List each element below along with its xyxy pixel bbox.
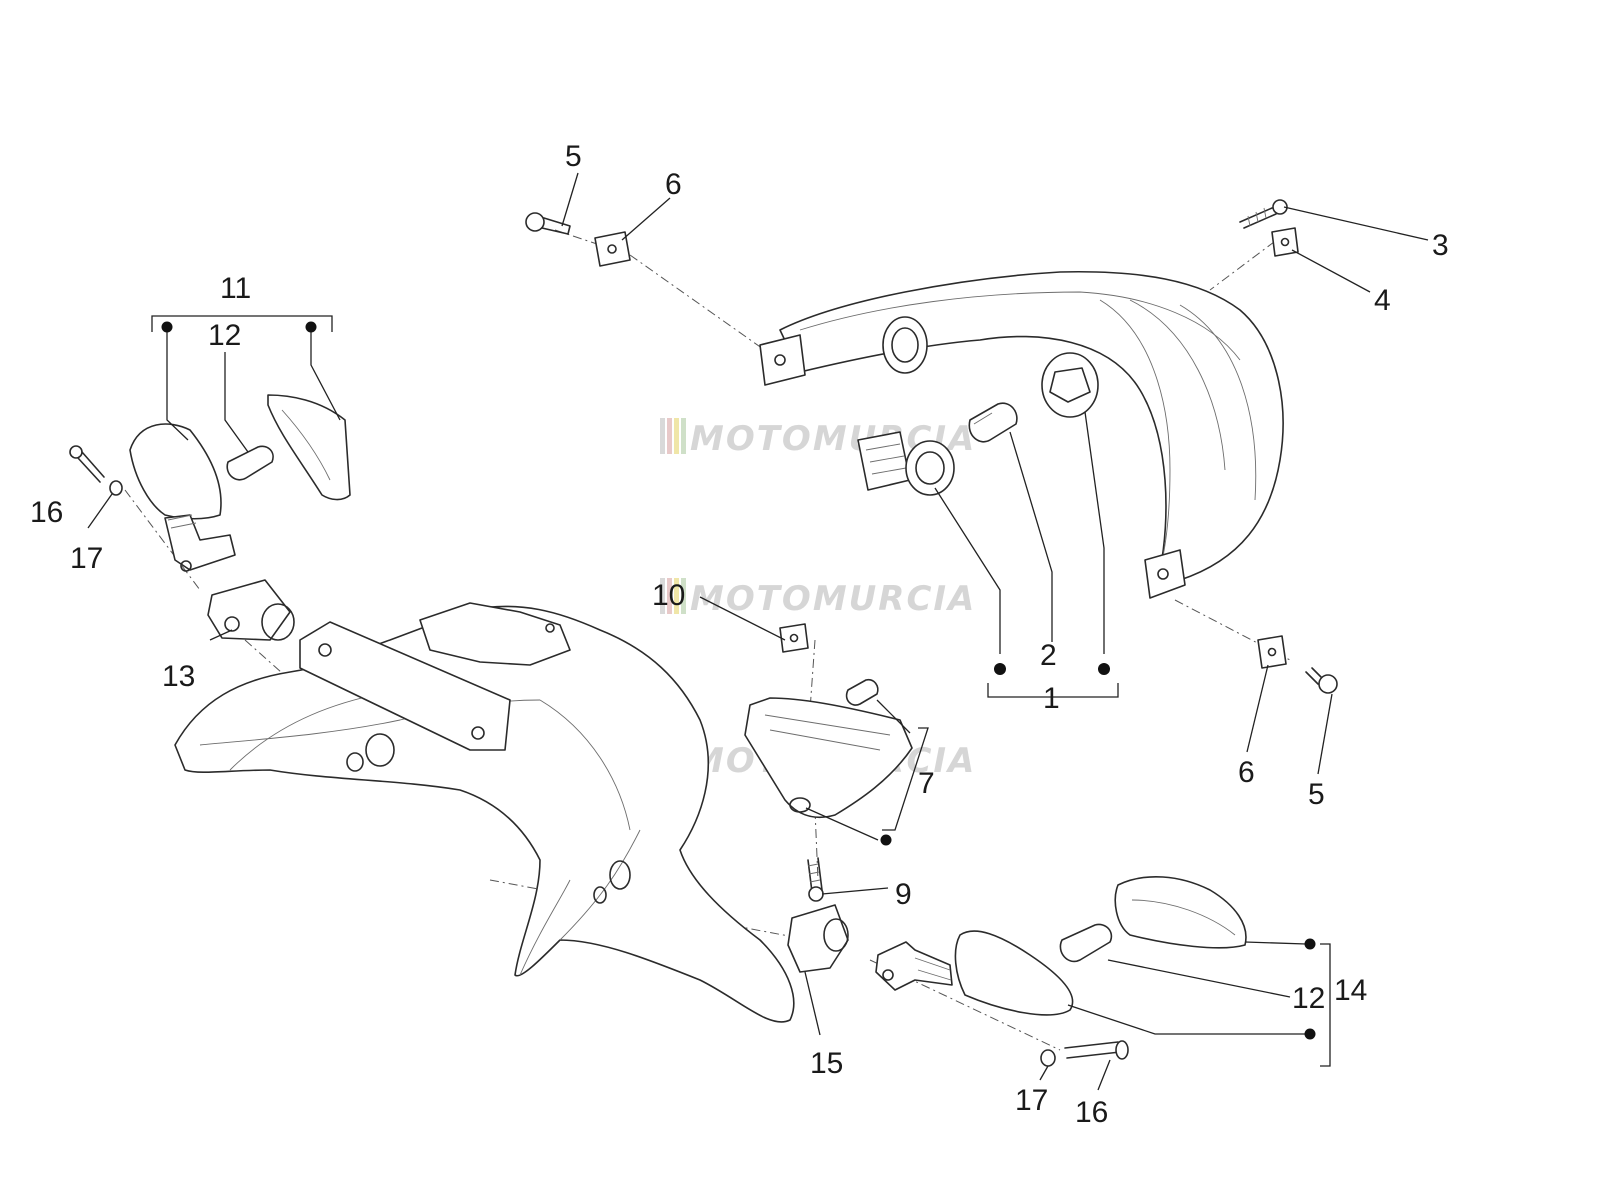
watermark-2: MOTOMURCIA <box>660 578 976 619</box>
label-9: 9 <box>895 878 912 911</box>
label-17-left: 17 <box>70 542 103 575</box>
label-16-right: 16 <box>1075 1096 1108 1129</box>
bulb-holder <box>857 431 955 496</box>
rear-fender <box>174 605 795 1023</box>
clip-nut-6-right <box>1257 635 1287 669</box>
screw-5-top <box>525 212 571 235</box>
label-3: 3 <box>1432 229 1449 262</box>
turn-signal-right <box>875 930 1074 1016</box>
label-6-top: 6 <box>665 168 682 201</box>
washer-17-left <box>109 480 123 496</box>
label-7: 7 <box>918 767 935 800</box>
plate-bracket <box>299 602 571 751</box>
label-2: 2 <box>1040 639 1057 672</box>
label-14: 14 <box>1334 974 1367 1007</box>
reflector-7 <box>744 697 913 819</box>
watermark-text: MOTOMURCIA <box>690 579 976 619</box>
bracket-15 <box>787 904 849 973</box>
label-4: 4 <box>1374 284 1391 317</box>
lens-left <box>267 394 351 501</box>
label-17-right: 17 <box>1015 1084 1048 1117</box>
lens-right <box>1114 876 1247 949</box>
leader-lines <box>87 172 1429 1091</box>
screw-9 <box>807 857 824 902</box>
bracket-13 <box>207 579 295 641</box>
screw-5-right <box>1305 667 1338 694</box>
label-12-right: 12 <box>1292 982 1325 1015</box>
group-dots <box>161 321 1316 1040</box>
bolt-16-right <box>1064 1040 1129 1060</box>
label-16-left: 16 <box>30 496 63 529</box>
label-5-right: 5 <box>1308 778 1325 811</box>
label-10: 10 <box>652 579 685 612</box>
bulb-small <box>845 678 879 706</box>
label-15: 15 <box>810 1047 843 1080</box>
clip-nut-10 <box>779 623 809 653</box>
screw-3 <box>1239 199 1288 229</box>
label-5-top: 5 <box>565 140 582 173</box>
bulb <box>968 402 1018 443</box>
part-numbers: 5 6 3 4 11 12 16 17 13 10 2 1 7 6 5 9 12… <box>30 140 1449 1129</box>
tail-light-housing <box>759 270 1284 599</box>
label-13: 13 <box>162 660 195 693</box>
label-1: 1 <box>1043 682 1060 715</box>
label-12-left: 12 <box>208 319 241 352</box>
washer-17-right <box>1040 1049 1056 1067</box>
bulb-12-right <box>1059 923 1113 963</box>
bolt-16-left <box>69 445 105 483</box>
bulb-12-left <box>226 445 274 481</box>
label-11: 11 <box>220 272 251 305</box>
label-6-right: 6 <box>1238 756 1255 789</box>
clip-nut-4 <box>1271 227 1299 257</box>
clip-nut-6-top <box>594 231 631 267</box>
turn-signal-left <box>129 423 236 572</box>
